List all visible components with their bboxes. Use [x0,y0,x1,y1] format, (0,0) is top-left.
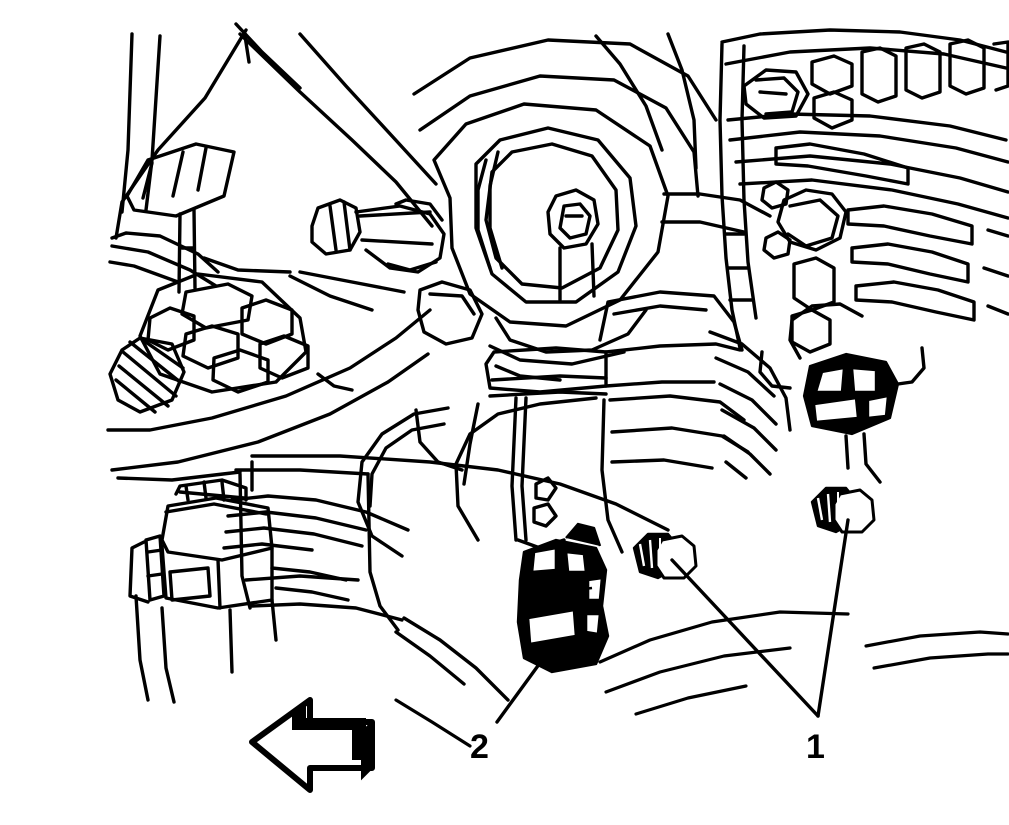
callout-leader-lines [495,518,850,724]
group-radio-hvac-center-stack [718,28,1009,354]
direction-arrow [249,697,375,793]
bolt-part-1-right [810,486,876,534]
callout-label-1: 1 [806,728,825,766]
group-instrument-panel-surface [106,32,438,482]
group-multifunction-turn-signal-lever [310,198,484,346]
connector-part-2-highlights [525,546,604,646]
group-connector-right-mount [758,302,926,484]
group-lower-instrument-panel-structure [222,290,792,702]
connector-right-side-highlights [812,366,890,424]
callout-label-2: 2 [470,728,489,766]
leader-1-right [816,518,850,718]
leader-1-left [670,558,820,718]
group-door-trim-panel [108,22,302,294]
group-left-relay-module [128,478,350,704]
group-door-switch-cluster [108,272,310,414]
group-instrument-cluster-housing [412,32,772,382]
leader-2 [495,650,550,724]
bolt-part-1-left [632,532,698,580]
